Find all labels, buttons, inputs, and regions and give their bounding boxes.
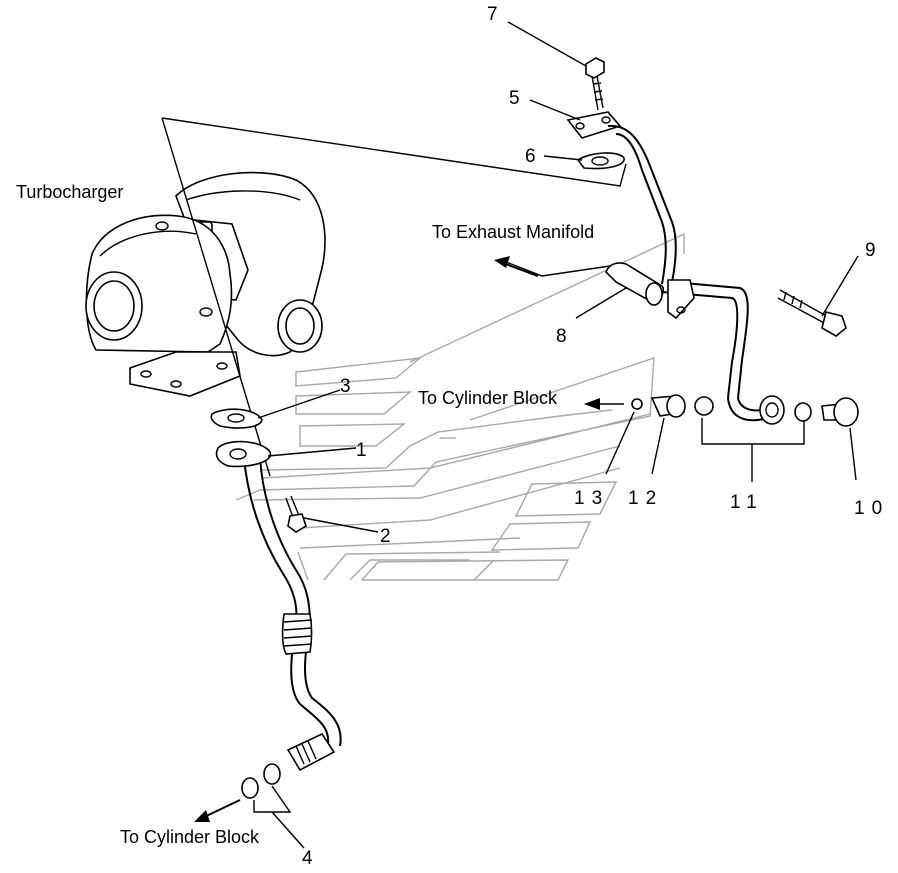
callout-8: 8 [556, 326, 567, 347]
callout-12: 12 [628, 488, 663, 509]
callout-6: 6 [525, 146, 536, 167]
callout-3: 3 [340, 376, 351, 397]
turbocharger-assembly [85, 171, 326, 397]
part-12-adapter [650, 394, 686, 418]
part-1-lower-flange [215, 440, 272, 468]
part-5-upper-flange [566, 111, 622, 139]
callout-2: 2 [380, 526, 391, 547]
part-3-gasket [210, 408, 263, 429]
callout-1: 1 [356, 440, 367, 461]
callout-leaders [253, 21, 859, 849]
lower-oil-pipe [243, 455, 342, 772]
part-11-washer-right [794, 402, 812, 422]
part-6-gasket [576, 152, 625, 170]
cylinder-block-arrow-head-upper [584, 398, 600, 410]
callout-5: 5 [509, 88, 520, 109]
callout-4: 4 [302, 848, 313, 869]
part-10-plug [821, 397, 859, 427]
engine-block-outline [235, 232, 685, 581]
part-2-bolt [285, 495, 307, 533]
part-8-pipe [605, 262, 665, 306]
exhaust-arrow-head [494, 256, 510, 268]
callout-13: 13 [574, 488, 609, 509]
part-9-bolt [777, 289, 847, 337]
to-exhaust-manifold-label: To Exhaust Manifold [432, 222, 594, 242]
to-cylinder-block-label-upper: To Cylinder Block [418, 388, 558, 408]
callout-9: 9 [865, 240, 876, 261]
turbocharger-label: Turbocharger [16, 182, 123, 202]
callout-11: 11 [730, 492, 764, 513]
part-11-washer-left [694, 396, 714, 416]
cylinder-block-arrow-line-lower [201, 799, 241, 819]
cylinder-block-arrow-head-lower [194, 810, 210, 822]
callout-7: 7 [487, 4, 498, 25]
part-4-plugs [241, 763, 281, 799]
upper-oil-pipe [607, 124, 785, 425]
part-7-bolt [585, 57, 605, 111]
callout-10: 10 [854, 498, 889, 519]
part-13-seal [631, 398, 643, 410]
to-cylinder-block-label-lower: To Cylinder Block [120, 827, 260, 847]
